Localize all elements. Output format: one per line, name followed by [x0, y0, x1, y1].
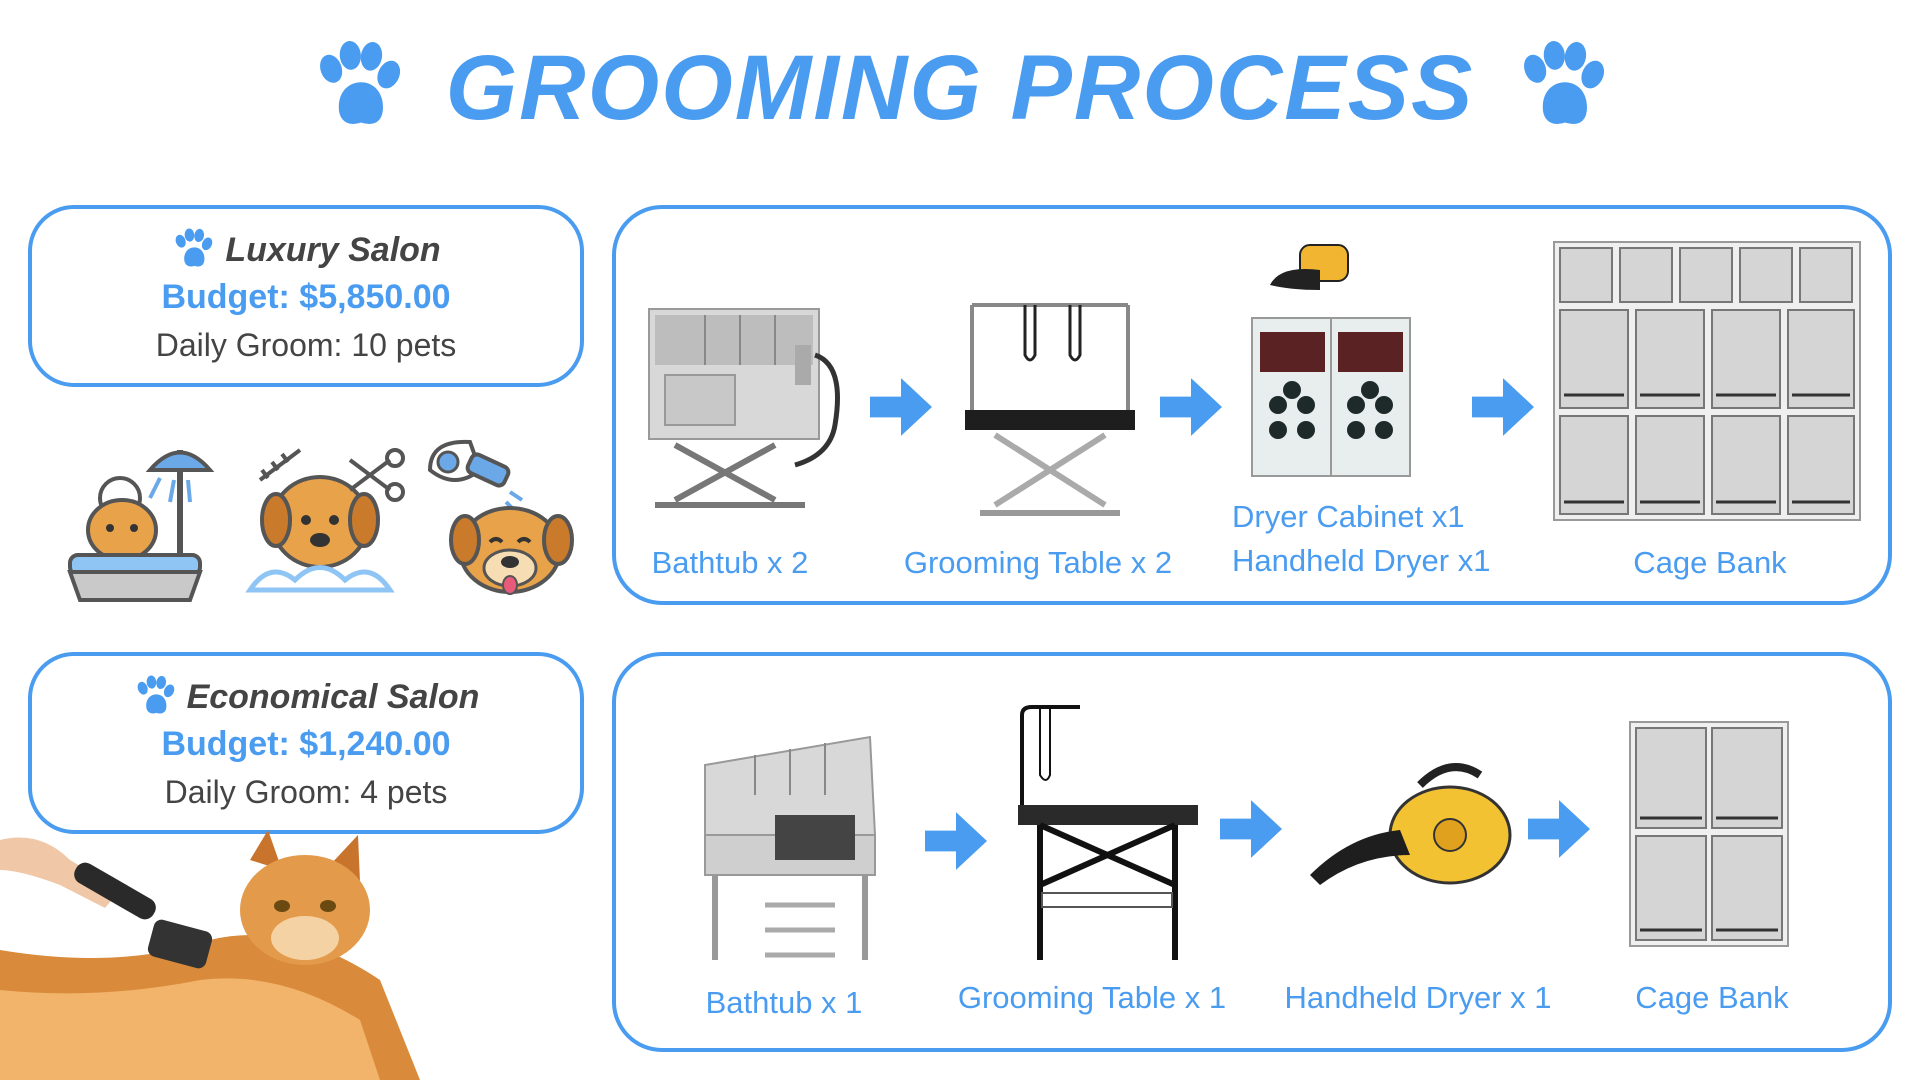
arrow-right-icon [870, 378, 932, 436]
title-bar: GROOMING PROCESS [0, 28, 1920, 148]
step-label: Cage Bank [1635, 980, 1789, 1015]
salon-budget: Budget: $1,240.00 [161, 725, 451, 763]
step-label: Bathtub x 2 [651, 545, 809, 580]
arrow-right-icon [1528, 800, 1590, 858]
step-label-line: Handheld Dryer x1 [1232, 543, 1491, 578]
arrow-right-icon [1160, 378, 1222, 436]
grooming-table-image [1018, 705, 1198, 960]
step-label: Dryer Cabinet x1 Handheld Dryer x1 [1232, 495, 1490, 583]
step-label-line: Dryer Cabinet x1 [1232, 499, 1465, 534]
salon-daily-groom: Daily Groom: 4 pets [164, 774, 448, 810]
cat-brushing-photo [0, 830, 420, 1080]
dog-blowdry-icon [427, 439, 574, 595]
paw-icon [1514, 33, 1610, 143]
paw-icon [310, 33, 406, 143]
salon-name: Luxury Salon [225, 230, 441, 269]
grooming-table-image [965, 303, 1135, 516]
cage-bank-image [1629, 721, 1789, 947]
step-label: Cage Bank [1633, 545, 1787, 580]
arrow-right-icon [1472, 378, 1534, 436]
economical-salon-card: Economical Salon Budget: $1,240.00 Daily… [28, 652, 584, 834]
salon-name: Economical Salon [186, 677, 480, 716]
arrow-right-icon [1220, 800, 1282, 858]
paw-icon [171, 228, 215, 272]
bathtub-image [648, 308, 840, 508]
step-label: Grooming Table x 2 [903, 545, 1173, 580]
dog-haircut-icon [245, 448, 405, 593]
salon-budget: Budget: $5,850.00 [161, 278, 451, 316]
step-label: Bathtub x 1 [705, 985, 863, 1020]
arrow-right-icon [925, 812, 987, 870]
page-title: GROOMING PROCESS [445, 36, 1475, 139]
handheld-dryer-image [1310, 763, 1512, 885]
dog-bath-icon [67, 450, 215, 602]
luxury-salon-card: Luxury Salon Budget: $5,850.00 Daily Gro… [28, 205, 584, 387]
cage-bank-image [1553, 241, 1861, 521]
paw-icon [133, 675, 177, 719]
bathtub-image [704, 735, 877, 960]
step-label: Grooming Table x 1 [957, 980, 1227, 1015]
salon-daily-groom: Daily Groom: 10 pets [155, 327, 457, 363]
step-label: Handheld Dryer x 1 [1284, 980, 1552, 1015]
dryer-cabinet-image [1251, 244, 1411, 477]
